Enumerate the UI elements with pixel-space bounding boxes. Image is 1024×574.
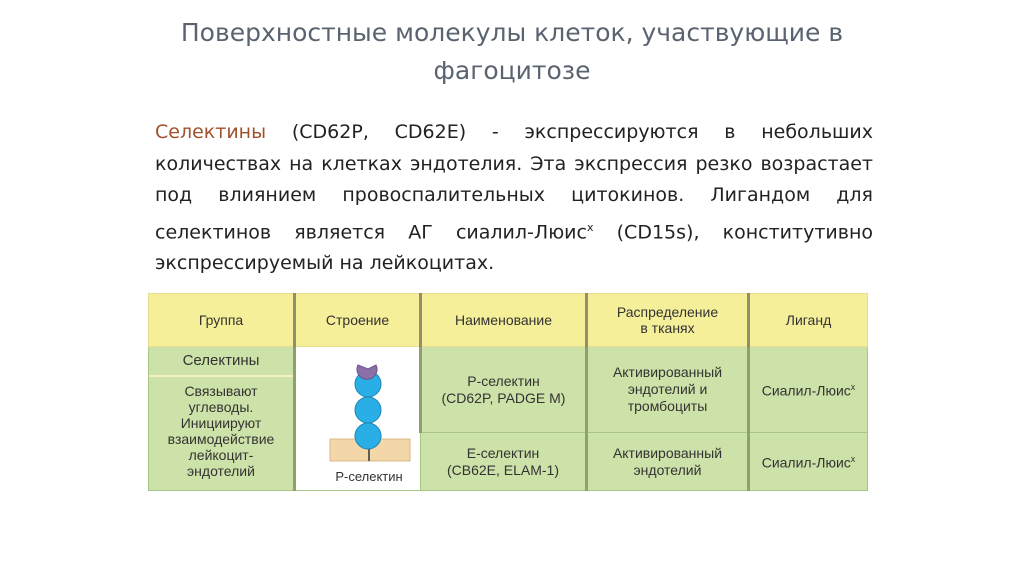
group-desc-line: Связывают (184, 383, 258, 399)
header-structure: Строение (293, 293, 421, 347)
lectin-cap-shape (356, 364, 378, 380)
row2-dist-line: Активированный (612, 444, 723, 461)
paragraph-text: (CD62P, CD62E) - экспрессируются в небол… (155, 121, 873, 243)
group-cell: Селектины Связывают углеводы. Инициируют… (148, 346, 295, 491)
group-description: Связывают углеводы. Инициируют взаимодей… (149, 377, 293, 479)
header-distribution: Распределение в тканях (585, 293, 749, 347)
row1-dist-line: Активированный (612, 364, 723, 381)
p-selectin-diagram: P-селектин (296, 347, 442, 490)
row2-distribution: Активированный эндотелий (585, 432, 749, 491)
header-name: Наименование (419, 293, 587, 347)
row2-ligand: Сиалил-Люисx (747, 432, 868, 491)
row2-name: E-селектин (CB62E, ELAM-1) (420, 432, 587, 491)
group-desc-line: углеводы. (188, 399, 254, 415)
slide-title-line-1: Поверхностные молекулы клеток, участвующ… (180, 18, 844, 47)
term-selectins: Селектины (155, 121, 267, 143)
structure-cell: P-селектин (293, 346, 421, 491)
structure-label: P-селектин (335, 469, 402, 484)
header-distribution-line-1: Распределение (616, 304, 719, 320)
header-group: Группа (148, 293, 295, 347)
slide-title-line-2: фагоцитозе (433, 56, 591, 85)
row2-name-line-2: (CB62E, ELAM-1) (446, 461, 560, 478)
table-row: E-селектин (CB62E, ELAM-1) Активированны… (149, 432, 868, 491)
header-ligand: Лиганд (747, 293, 868, 347)
selectins-table: Группа Строение Наименование Распределен… (148, 293, 868, 491)
body-paragraph: Селектины (CD62P, CD62E) - экспрессируют… (155, 117, 873, 280)
row1-dist-line: эндотелий и (627, 381, 708, 398)
row1-name: P-селектин (CD62P, PADGE M) (419, 345, 587, 434)
group-desc-line: Инициируют (180, 415, 262, 431)
row2-ligand-text: Сиалил-Люис (761, 454, 851, 471)
group-desc-line: эндотелий (187, 463, 255, 479)
row1-name-line-2: (CD62P, PADGE M) (441, 389, 566, 406)
paragraph-text-end: (CD15s), конститутивно экспрессируемый н… (155, 220, 873, 275)
row1-ligand-text: Сиалил-Люис (761, 382, 851, 399)
row2-name-line-1: E-селектин (466, 444, 540, 461)
paragraph-superscript: x (586, 220, 594, 234)
row1-ligand-sup: x (850, 382, 856, 393)
domain-sphere-2 (354, 396, 382, 424)
row1-ligand: Сиалил-Люисx (747, 345, 868, 434)
domain-sphere-3 (354, 422, 382, 450)
row2-dist-line: эндотелий (633, 461, 702, 478)
row1-name-line-1: P-селектин (467, 372, 540, 389)
header-distribution-line-2: в тканях (640, 320, 695, 336)
row1-distribution: Активированный эндотелий и тромбоциты (585, 345, 749, 434)
table-header-row: Группа Строение Наименование Распределен… (148, 293, 868, 347)
row1-dist-line: тромбоциты (627, 398, 708, 415)
table-row: Селектины Связывают углеводы. Инициируют… (148, 345, 868, 491)
group-title: Селектины (149, 347, 293, 377)
p-selectin-illustration: P-селектин (329, 364, 411, 484)
group-desc-line: лейкоцит- (188, 447, 254, 463)
row2-ligand-sup: x (850, 454, 856, 465)
slide-title: Поверхностные молекулы клеток, участвующ… (0, 14, 1024, 90)
group-desc-line: взаимодействие (167, 431, 275, 447)
